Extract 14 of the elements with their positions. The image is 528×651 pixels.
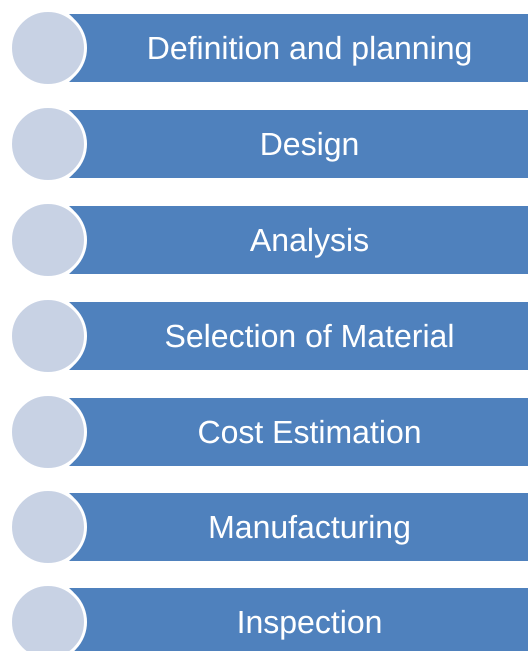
step-bar bbox=[69, 493, 528, 561]
step-label: Inspection bbox=[236, 602, 384, 642]
step-label: Definition and planning bbox=[146, 28, 474, 68]
step-bar bbox=[69, 398, 528, 466]
step-label: Manufacturing bbox=[207, 508, 412, 547]
step-label: Analysis bbox=[248, 220, 370, 260]
step-bar bbox=[69, 588, 528, 651]
step-label: Cost Estimation bbox=[196, 412, 423, 452]
step-bar bbox=[69, 14, 528, 82]
step-bar bbox=[69, 302, 528, 370]
step-bar bbox=[69, 110, 528, 178]
step-label: Design bbox=[258, 124, 360, 164]
step-label: Selection of Material bbox=[164, 316, 456, 356]
step-bar bbox=[69, 206, 528, 274]
